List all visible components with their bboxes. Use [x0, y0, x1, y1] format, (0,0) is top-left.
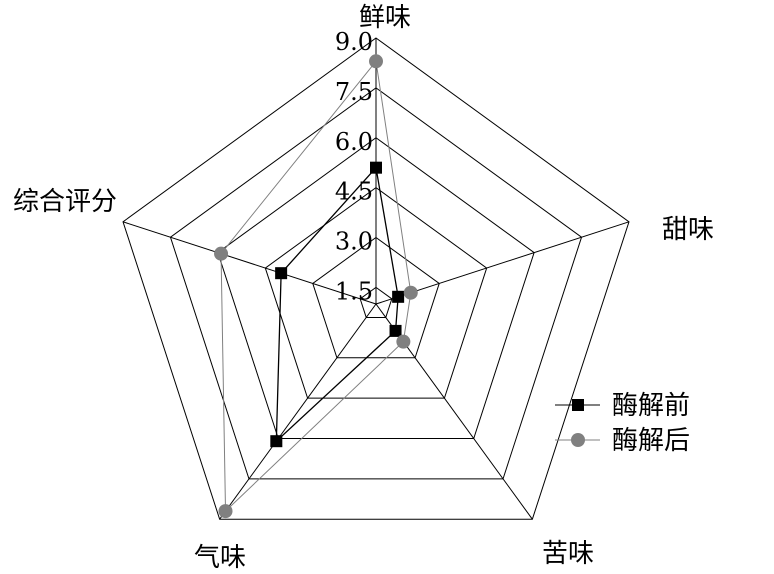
tick-label: 6.0	[335, 128, 373, 156]
data-point-circle	[369, 54, 383, 69]
tick-label: 9.0	[335, 28, 373, 56]
grid-ring	[264, 187, 488, 399]
grid-ring	[359, 286, 393, 318]
axis-spoke	[375, 221, 630, 305]
axis-label: 苦味	[542, 539, 594, 569]
series-line	[220, 60, 412, 513]
axis-label: 综合评分	[13, 187, 117, 217]
axis-label: 甜味	[662, 215, 714, 245]
tick-label: 3.0	[335, 228, 373, 256]
data-point-square	[389, 324, 402, 337]
data-point-circle	[403, 285, 418, 300]
data-point-square	[270, 435, 283, 448]
tick-label: 7.5	[335, 78, 373, 106]
grid-ring	[312, 236, 440, 359]
grid-ring	[217, 137, 535, 439]
data-point-circle	[218, 504, 233, 519]
legend-marker-circle	[571, 433, 585, 447]
data-point-circle	[396, 334, 411, 349]
data-point-square	[392, 290, 405, 303]
legend-label: 酶解前	[612, 391, 690, 421]
legend-marker-square	[572, 399, 584, 411]
axis-spoke	[122, 221, 377, 305]
axis-label: 鲜味	[359, 3, 411, 33]
series-line	[275, 166, 399, 443]
grid-ring	[122, 37, 630, 520]
legend-label: 酶解后	[612, 426, 690, 456]
data-point-square	[275, 267, 288, 280]
tick-label: 1.5	[335, 277, 373, 305]
data-point-circle	[214, 246, 229, 261]
data-point-square	[370, 161, 382, 174]
axis-spoke	[219, 303, 377, 520]
axis-label: 气味	[194, 543, 246, 573]
grid-ring	[169, 87, 583, 480]
